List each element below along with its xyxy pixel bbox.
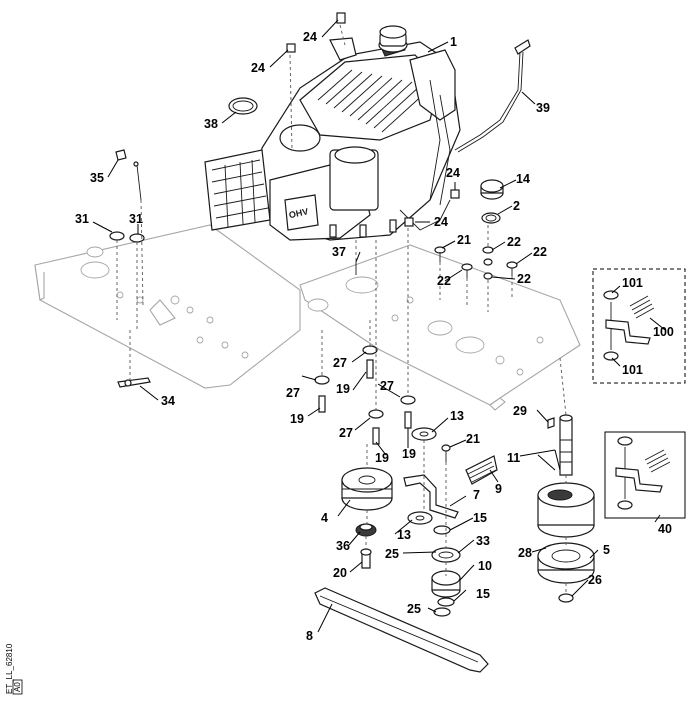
callout-22-right: 22 [533,245,547,259]
callout-22-upper: 22 [507,235,521,249]
callout-21-lower: 21 [466,432,480,446]
inset-spring-kit [592,268,686,384]
pulley-4 [341,467,393,511]
callout-4: 4 [321,511,328,525]
callout-8: 8 [306,629,313,643]
throttle-cable [454,39,531,153]
callout-27-upper: 27 [333,356,347,370]
callout-29: 29 [513,404,527,418]
callout-31-right: 31 [129,212,143,226]
bracket-7 [403,474,459,519]
callout-39: 39 [536,101,550,115]
callout-22-left: 22 [437,274,451,288]
callout-38: 38 [204,117,218,131]
bearing-36 [355,523,377,537]
callout-24-right: 24 [446,166,460,180]
callout-24-top-left: 24 [251,61,265,75]
callout-28: 28 [518,546,532,560]
callout-25-lower: 25 [407,602,421,616]
washer-15-upper [433,525,451,535]
callout-24-lower: 24 [434,215,448,229]
callout-100: 100 [653,325,674,339]
callout-26: 26 [588,573,602,587]
callout-13-lower: 13 [397,528,411,542]
engine-assembly: OHV [204,25,461,241]
callout-14: 14 [516,172,530,186]
callout-11: 11 [507,451,520,465]
bearing-33 [431,547,461,563]
spacer-10 [431,570,461,598]
fuel-cap [480,179,504,200]
callout-labels: 1 39 24 24 24 24 38 35 31 31 14 2 21 22 … [75,30,674,643]
washer-13-lower [407,511,433,525]
drawing-revision: A0 [13,682,22,692]
alignment-lines [116,24,567,594]
callout-35: 35 [90,171,104,185]
callout-31-left: 31 [75,212,89,226]
nut-26 [558,593,574,603]
drawing-code: ET_LL_62810 [5,643,14,694]
revision-box [12,679,23,695]
callout-20: 20 [333,566,347,580]
callout-36: 36 [336,539,350,553]
nut-24-right [450,189,460,199]
washer-bolt-set-left [314,345,416,445]
screw-cluster-upper [434,246,518,280]
callout-34: 34 [161,394,175,408]
pulley-5 [537,542,595,584]
callout-19-lower: 19 [375,451,389,465]
callout-33: 33 [476,534,490,548]
callout-40: 40 [658,522,672,536]
washer-25-lower [433,607,451,617]
callout-5: 5 [603,543,610,557]
callout-15-lower: 15 [476,587,490,601]
key-29 [547,417,555,429]
callout-25-upper: 25 [385,547,399,561]
callout-37: 37 [332,245,346,259]
callout-7: 7 [473,488,480,502]
callout-19-right: 19 [402,447,416,461]
callout-24-top-right: 24 [303,30,317,44]
callout-19-upper: 19 [336,382,350,396]
washer-15-lower [437,597,455,607]
callout-101-top: 101 [622,276,643,290]
callout-19-left: 19 [290,412,304,426]
callout-27-lower: 27 [339,426,353,440]
bolt-35 [115,149,127,161]
callout-22-lower: 22 [517,272,531,286]
callout-10: 10 [478,559,492,573]
grommet-2 [481,212,501,224]
drawing-reference: ET_LL_62810 A0 [5,643,23,695]
washer-31-left [109,231,125,241]
nut-24-topright [336,12,346,24]
callout-101-bottom: 101 [622,363,643,377]
callout-21-upper: 21 [457,233,471,247]
callout-27-left: 27 [286,386,300,400]
callout-1: 1 [450,35,457,49]
inset-bracket-kit [604,431,686,519]
left-deck-plate [34,224,301,389]
callout-2: 2 [513,199,520,213]
clutch-11 [537,414,595,538]
callout-13-upper: 13 [450,409,464,423]
callout-15-upper: 15 [473,511,487,525]
spring-9 [441,444,498,485]
right-deck-plate [299,244,581,411]
washer-13-top [411,427,437,441]
lever-34 [117,377,151,388]
callout-9: 9 [495,482,502,496]
svg-text:OHV: OHV [288,206,309,220]
nut-24-top [286,43,296,53]
callout-27-right: 27 [380,379,394,393]
nut-24-lower [404,217,414,227]
leader-lines [92,19,666,633]
